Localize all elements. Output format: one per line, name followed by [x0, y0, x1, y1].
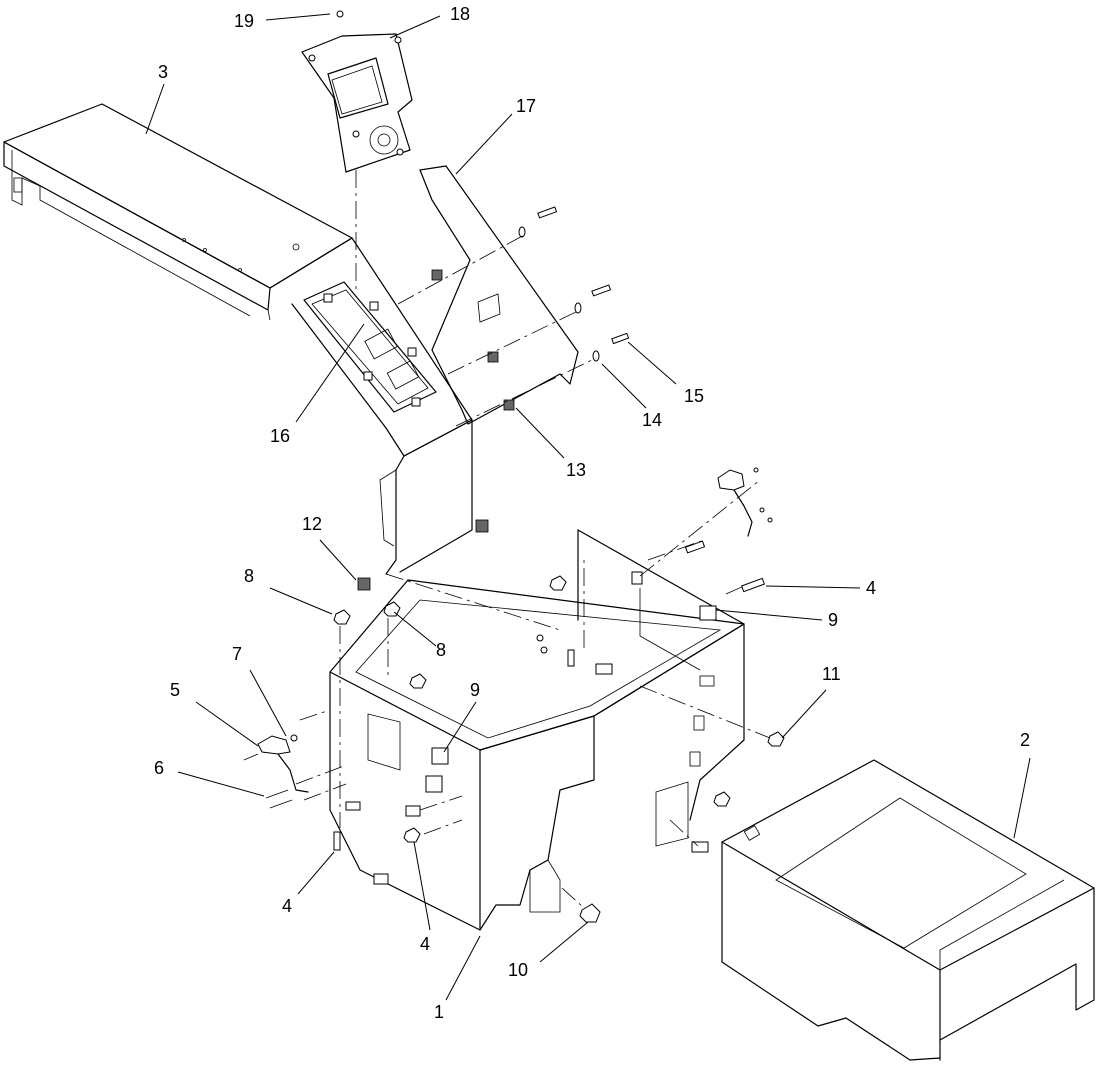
- callout-4-upper: 4: [866, 578, 876, 598]
- callout-8-right: 8: [436, 640, 446, 660]
- callout-4-lower-mid: 4: [420, 934, 430, 954]
- callout-8-left: 8: [244, 566, 254, 586]
- callout-12: 12: [302, 514, 322, 534]
- callout-13: 13: [566, 460, 586, 480]
- part-1-pedestal: [329, 529, 745, 931]
- part-16-center-console: [269, 237, 473, 575]
- callout-15: 15: [684, 386, 704, 406]
- part-17-side-panel: [419, 165, 579, 425]
- callout-5: 5: [170, 680, 180, 700]
- callout-9-left: 9: [470, 680, 480, 700]
- callout-1: 1: [434, 1002, 444, 1022]
- callout-2: 2: [1020, 730, 1030, 750]
- callout-18: 18: [450, 4, 470, 24]
- callout-17: 17: [516, 96, 536, 116]
- callout-14: 14: [642, 410, 662, 430]
- callout-9-right: 9: [828, 610, 838, 630]
- callout-labels: 19 18 3 17 15 14 13 16 12 8 8 4 9 9 7 5 …: [154, 4, 1030, 1022]
- callout-3: 3: [158, 62, 168, 82]
- leader-lines: [145, 13, 1031, 1001]
- callout-4-lower-left: 4: [282, 896, 292, 916]
- part-18-display-bezel: [301, 33, 413, 173]
- part-2-right-cover: [721, 759, 1095, 1061]
- callout-10-text: 10: [508, 960, 528, 980]
- assembly-centerlines: [295, 170, 771, 909]
- callout-labels-extra: 11 10: [508, 664, 841, 980]
- callout-7: 7: [232, 644, 242, 664]
- part-3-top-cover: [3, 103, 353, 321]
- callout-19: 19: [234, 11, 254, 31]
- callout-16: 16: [270, 426, 290, 446]
- callout-11-text: 11: [822, 664, 841, 684]
- hardware-fasteners: [243, 10, 785, 923]
- callout-6: 6: [154, 758, 164, 778]
